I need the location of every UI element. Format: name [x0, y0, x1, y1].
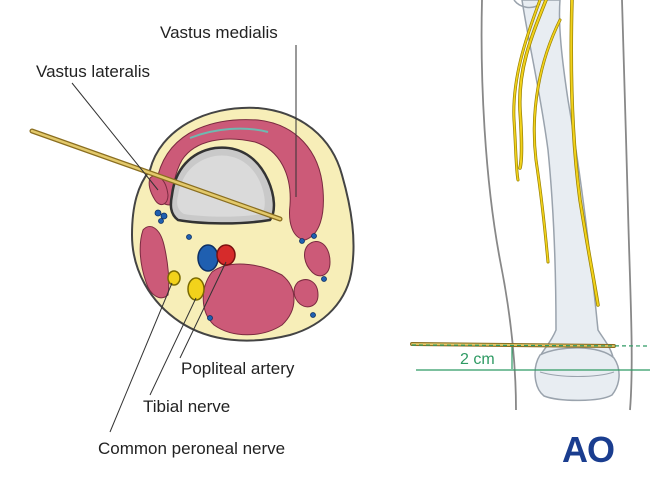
posterior-muscle-medial	[304, 240, 331, 277]
label-tibial-nerve: Tibial nerve	[143, 397, 230, 416]
hamstring-muscle	[202, 263, 295, 336]
label-vastus-medialis: Vastus medialis	[160, 23, 278, 42]
sciatic-nerve-branches	[512, 0, 600, 307]
joint-line	[539, 371, 615, 377]
leg-outline-right	[621, 0, 633, 411]
popliteal-vein	[197, 244, 219, 272]
fascia-line	[189, 127, 269, 139]
popliteal-artery	[216, 244, 236, 266]
lateral-muscle	[139, 226, 170, 299]
femoral-condyle	[534, 347, 620, 402]
femur-shaft	[521, 0, 615, 363]
distance-label: 2 cm	[460, 351, 495, 368]
transfixion-wire-highlight	[30, 129, 282, 221]
thigh-cross-section	[29, 106, 355, 342]
leader-lines	[71, 45, 297, 433]
label-common-peroneal-nerve: Common peroneal nerve	[98, 439, 285, 458]
ao-logo: AO	[562, 429, 614, 470]
femur-cortex	[177, 155, 265, 217]
tibial-nerve	[187, 277, 205, 301]
small-vessels	[154, 209, 327, 321]
posterior-muscle-right	[293, 279, 319, 308]
distance-marker	[411, 344, 651, 371]
label-vastus-lateralis: Vastus lateralis	[36, 62, 150, 81]
leg-outline-left	[480, 0, 517, 411]
label-popliteal-artery: Popliteal artery	[181, 359, 295, 378]
longitudinal-view: 2 cm	[410, 0, 651, 411]
common-peroneal-nerve	[167, 270, 181, 286]
